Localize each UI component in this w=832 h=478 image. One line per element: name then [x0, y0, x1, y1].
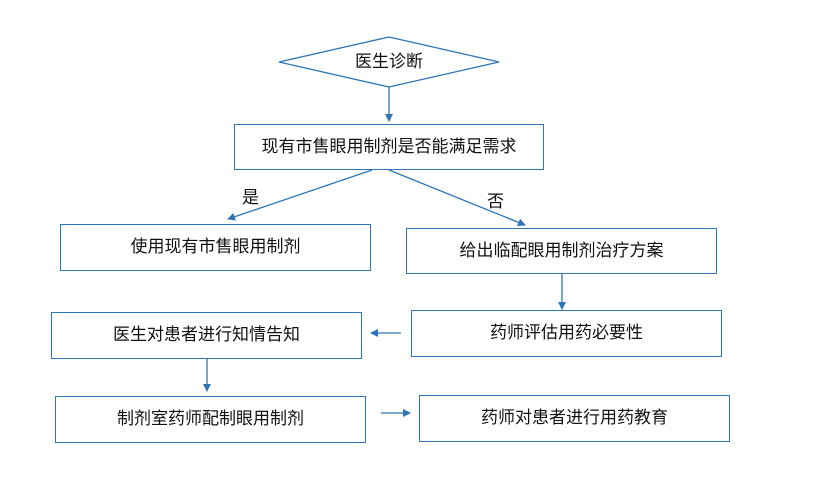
- node-doctor-inform: 医生对患者进行知情告知: [51, 312, 362, 359]
- arrow-question-to-use-existing: [227, 169, 373, 221]
- node-compounding: 制剂室药师配制眼用制剂: [55, 396, 366, 443]
- node-pharmacist-edu: 药师对患者进行用药教育: [419, 395, 730, 442]
- node-question: 现有市售眼用制剂是否能满足需求: [234, 124, 544, 170]
- node-use-existing: 使用现有市售眼用制剂: [60, 224, 371, 271]
- arrow-question-to-hospital-prep: [388, 169, 526, 227]
- edge-label-no: 否: [487, 192, 504, 212]
- edge-label-yes: 是: [242, 188, 259, 208]
- node-diagnosis: 医生诊断: [355, 51, 423, 72]
- node-hospital-prep: 给出临配眼用制剂治疗方案: [406, 228, 717, 274]
- node-pharmacist-eval: 药师评估用药必要性: [411, 310, 722, 357]
